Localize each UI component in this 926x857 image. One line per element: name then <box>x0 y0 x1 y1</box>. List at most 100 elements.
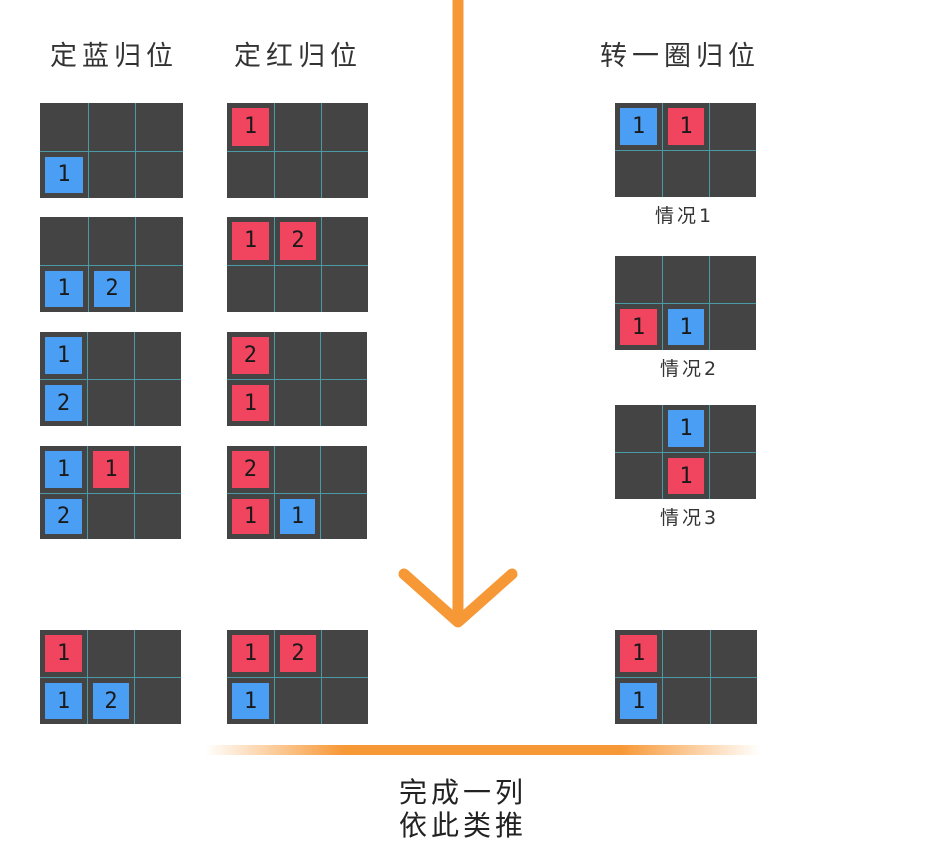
blue-tile: 1 <box>668 410 704 447</box>
bottom-text-line-2: 依此类推 <box>398 809 527 842</box>
board-cell <box>709 630 757 677</box>
board-cell <box>615 150 662 197</box>
heading-red: 定红归位 <box>234 41 362 72</box>
caption-case-1: 情况1 <box>655 205 715 227</box>
caption-case-3: 情况3 <box>660 507 720 529</box>
red-tile: 1 <box>232 635 269 672</box>
board-cell: 1 <box>615 103 662 150</box>
board-cell: 2 <box>87 264 136 312</box>
board-cell <box>320 379 367 426</box>
board-cell <box>274 264 321 312</box>
board-cell <box>135 103 183 151</box>
red-tile: 1 <box>232 222 269 260</box>
board-cell <box>709 256 756 303</box>
board-cell <box>135 150 183 198</box>
board-cell <box>320 446 367 493</box>
board-cell <box>87 217 136 265</box>
board-cell <box>135 217 183 265</box>
board-cell <box>227 264 274 313</box>
board-cell <box>87 630 134 677</box>
blue-tile: 1 <box>45 337 82 374</box>
board-cell <box>321 103 368 151</box>
board-cell: 1 <box>227 103 274 151</box>
board-cell <box>273 446 321 493</box>
board-cell <box>615 452 662 499</box>
board-cell: 1 <box>227 630 274 677</box>
red-tile: 1 <box>45 635 82 672</box>
red-tile: 1 <box>232 385 269 421</box>
board-cell: 2 <box>274 217 321 265</box>
red-tile: 1 <box>620 635 658 672</box>
board-cell <box>274 150 321 198</box>
board-cell: 1 <box>227 379 274 426</box>
caption-case-2: 情况2 <box>660 358 720 380</box>
board-cell <box>227 150 274 199</box>
blue-tile: 2 <box>93 683 129 719</box>
board-cell <box>134 379 181 426</box>
board-cell: 1 <box>227 677 274 724</box>
blue-tile: 1 <box>279 498 316 534</box>
red-tile: 2 <box>280 635 316 672</box>
board-cell <box>615 405 662 452</box>
board-cell: 1 <box>87 446 134 493</box>
board-cell <box>87 103 136 151</box>
board-cell <box>321 630 368 677</box>
red-tile: 1 <box>668 458 704 494</box>
board-cell: 1 <box>662 405 709 452</box>
board-cell: 1 <box>615 303 662 350</box>
board-cell: 1 <box>40 150 88 199</box>
board-cell <box>134 630 181 677</box>
board-cell <box>40 103 88 151</box>
board-cell: 2 <box>274 630 321 677</box>
board-cell <box>134 677 181 724</box>
board-cell: 1 <box>615 677 663 724</box>
board-cell <box>320 492 367 539</box>
board-cell <box>662 256 709 303</box>
board-cell <box>709 303 756 350</box>
board-cell <box>273 332 321 379</box>
blue-tile: 1 <box>45 451 82 488</box>
board-cell: 1 <box>662 452 709 499</box>
board-cell <box>274 103 321 151</box>
board-cell <box>709 405 756 452</box>
blue-tile: 2 <box>93 270 131 307</box>
board-cell: 2 <box>87 677 134 724</box>
board-cell: 1 <box>227 217 274 265</box>
board-cell: 1 <box>40 677 87 724</box>
blue-tile: 1 <box>45 270 83 307</box>
blue-tile: 1 <box>620 683 658 719</box>
board-cell <box>274 677 321 724</box>
board-cell <box>709 677 757 724</box>
board-cell <box>87 150 136 198</box>
red-tile: 1 <box>620 309 657 345</box>
board-cell: 2 <box>227 332 274 379</box>
red-tile: 1 <box>668 108 704 145</box>
board-cell <box>40 217 88 265</box>
board-cell <box>134 492 181 539</box>
board-cell <box>709 150 756 197</box>
arrow-head-icon <box>398 568 518 628</box>
blue-tile: 2 <box>45 385 82 421</box>
board-cell <box>321 217 368 265</box>
board-cell <box>321 677 368 724</box>
board-cell <box>321 264 368 312</box>
board-cell <box>615 256 662 303</box>
red-tile: 1 <box>232 108 269 146</box>
board-cell: 1 <box>273 492 321 539</box>
board-cell: 2 <box>40 492 87 540</box>
board-blue-step-1: 1 <box>40 103 183 198</box>
blue-tile: 2 <box>45 498 82 534</box>
board-cell: 1 <box>40 264 88 313</box>
board-cell <box>662 150 709 197</box>
